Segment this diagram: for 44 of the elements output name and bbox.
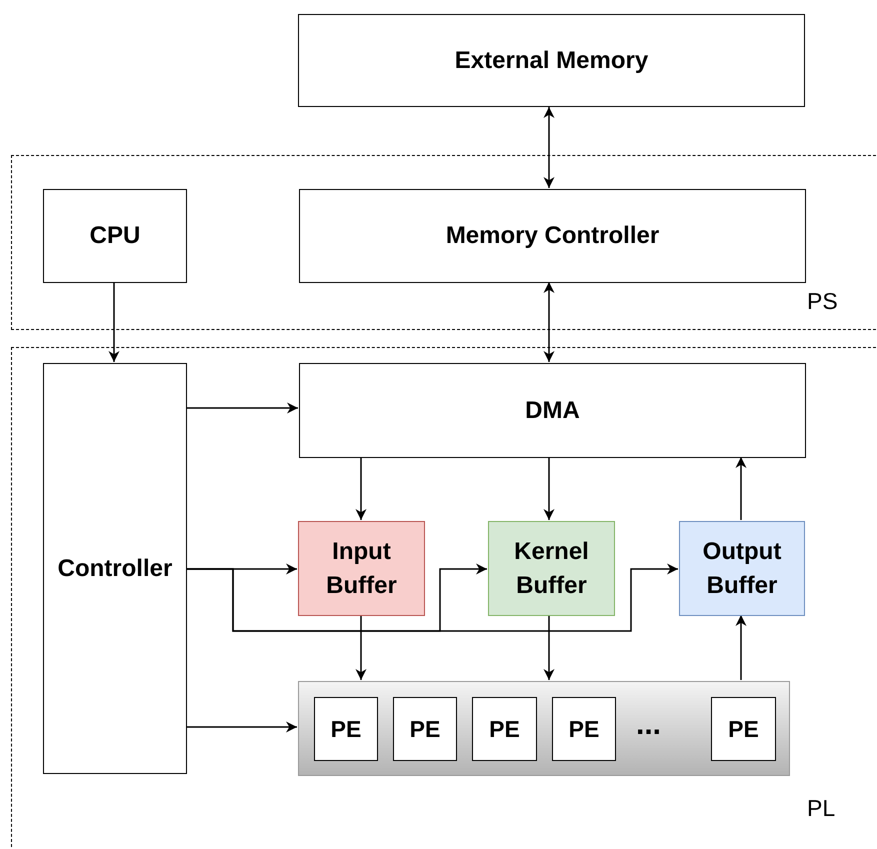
box-label: PE (728, 714, 759, 744)
process-box (679, 521, 805, 616)
pl-region (11, 347, 877, 849)
arrow (544, 282, 554, 362)
process-box (298, 14, 805, 107)
box-label: PE (410, 714, 440, 744)
arrow (108, 282, 120, 362)
pe-box (711, 697, 776, 761)
ps-region (11, 155, 877, 330)
ellipsis-label: ... (636, 708, 662, 742)
arrow (736, 615, 746, 680)
box-label: Output Buffer (702, 536, 782, 600)
pe-array-bar (298, 681, 790, 776)
arrow (186, 564, 678, 632)
box-label: Input Buffer (325, 536, 398, 600)
pe-box (472, 697, 537, 761)
process-box (299, 189, 806, 283)
process-box (299, 363, 806, 458)
box-label: PE (568, 714, 600, 744)
pe-box (552, 697, 616, 761)
arrow (356, 457, 366, 520)
arrow (736, 457, 746, 520)
box-label: Controller (58, 554, 172, 584)
box-label: CPU (90, 221, 140, 252)
process-box (43, 363, 187, 774)
arrow (544, 107, 554, 188)
process-box (298, 521, 425, 616)
region-label: PS (807, 288, 838, 315)
box-label: Kernel Buffer (513, 536, 590, 600)
box-label: Memory Controller (446, 221, 660, 252)
arrow (186, 402, 298, 414)
arrow (356, 615, 366, 680)
pe-box (314, 697, 378, 761)
box-label: External Memory (454, 46, 648, 76)
pe-box (393, 697, 457, 761)
box-label: PE (330, 714, 362, 744)
region-label: PL (807, 795, 836, 822)
process-box (488, 521, 615, 616)
arrow (186, 722, 297, 732)
box-label: PE (489, 714, 520, 744)
arrow (544, 615, 554, 680)
arrow (544, 457, 554, 520)
box-label: DMA (525, 396, 580, 426)
process-box (43, 189, 187, 283)
